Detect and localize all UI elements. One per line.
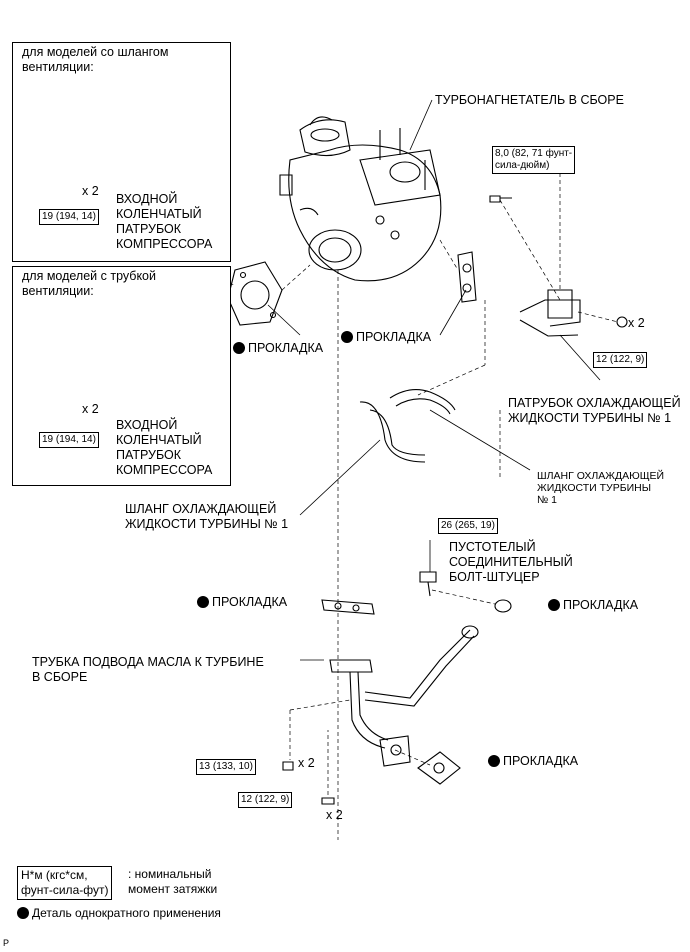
gasket-label-bottom: ПРОКЛАДКА	[488, 754, 578, 768]
coolant-hose-label-right: ШЛАНГ ОХЛАЖДАЮЩЕЙ ЖИДКОСТИ ТУРБИНЫ № 1	[537, 470, 665, 506]
turbocharger-assembly-part	[279, 116, 442, 282]
union-bolt-torque: 26 (265, 19)	[438, 518, 498, 534]
footer-code: P	[3, 938, 10, 948]
coolant-pipe-label: ПАТРУБОК ОХЛАЖДАЮЩЕЙ ЖИДКОСТИ ТУРБИНЫ № …	[508, 396, 681, 425]
gasket-label-center: ПРОКЛАДКА	[341, 330, 431, 344]
legend-unit-desc: : номинальный момент затяжки	[128, 867, 218, 896]
oil-outlet-gasket-part	[417, 751, 461, 785]
bolt-icon	[321, 797, 335, 805]
inset-hose-type	[12, 42, 231, 262]
coolant-pipe-part	[519, 289, 581, 337]
union-bolt-icon	[419, 571, 437, 597]
oil-pipe-gasket-part	[321, 599, 375, 615]
union-bolt-label: ПУСТОТЕЛЫЙ СОЕДИНИТЕЛЬНЫЙ БОЛТ-ШТУЦЕР	[449, 540, 573, 584]
inset-hose-qty: x 2	[82, 184, 99, 198]
inset-hose-torque: 19 (194, 14)	[39, 209, 99, 225]
inset-pipe-qty: x 2	[82, 402, 99, 416]
legend-single-use: Деталь однократного применения	[17, 906, 221, 920]
bolt-8-torque: 8,0 (82, 71 фунт- сила-дюйм)	[492, 146, 576, 174]
coolant-hose-part	[359, 389, 456, 463]
single-use-dot-icon	[17, 907, 29, 919]
gasket-label-union: ПРОКЛАДКА	[548, 598, 638, 612]
gasket-label-mid: ПРОКЛАДКА	[197, 595, 287, 609]
nut-13-torque: 13 (133, 10)	[196, 759, 256, 775]
bolt-12-torque-bottom: 12 (122, 9)	[238, 792, 293, 808]
oil-pipe-assembly-part	[329, 625, 479, 767]
single-use-dot-icon	[197, 596, 209, 608]
single-use-dot-icon	[548, 599, 560, 611]
nut-icon	[616, 316, 628, 328]
compressor-gasket-part	[227, 261, 283, 326]
nut-13-qty: x 2	[298, 756, 315, 770]
turbocharger-assembly-label: ТУРБОНАГНЕТАТЕЛЬ В СБОРЕ	[435, 93, 624, 107]
leader-lines	[267, 99, 601, 661]
single-use-dot-icon	[488, 755, 500, 767]
union-gasket-part	[494, 599, 512, 613]
turbine-gasket-part	[457, 251, 477, 303]
inset-pipe-elbow-label: ВХОДНОЙ КОЛЕНЧАТЫЙ ПАТРУБОК КОМПРЕССОРА	[116, 418, 213, 477]
gasket-label-left: ПРОКЛАДКА	[233, 341, 323, 355]
inset-pipe-torque: 19 (194, 14)	[39, 432, 99, 448]
single-use-dot-icon	[233, 342, 245, 354]
single-use-dot-icon	[341, 331, 353, 343]
bolt-12-qty: x 2	[326, 808, 343, 822]
nut-12-torque-right: 12 (122, 9)	[593, 352, 648, 368]
nut-qty-right: x 2	[628, 316, 645, 330]
bolt-icon	[489, 195, 512, 203]
nut-icon	[282, 761, 294, 771]
legend-unit-box: Н*м (кгс*см, фунт-сила-фут)	[17, 866, 113, 900]
oil-pipe-label: ТРУБКА ПОДВОДА МАСЛА К ТУРБИНЕ В СБОРЕ	[32, 655, 264, 684]
inset-pipe-type-title: для моделей с трубкой вентиляции:	[22, 269, 156, 298]
coolant-hose-label-left: ШЛАНГ ОХЛАЖДАЮЩЕЙ ЖИДКОСТИ ТУРБИНЫ № 1	[125, 502, 289, 531]
inset-hose-elbow-label: ВХОДНОЙ КОЛЕНЧАТЫЙ ПАТРУБОК КОМПРЕССОРА	[116, 192, 213, 251]
inset-pipe-type	[12, 266, 231, 486]
inset-hose-type-title: для моделей со шлангом вентиляции:	[22, 45, 169, 74]
